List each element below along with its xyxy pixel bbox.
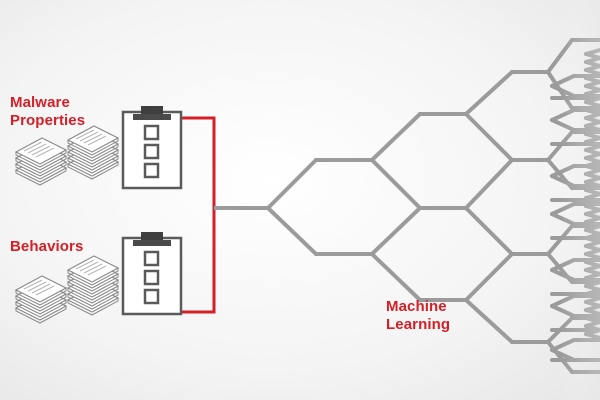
network-edge (370, 158, 422, 210)
ml-label-line1: Machine (386, 298, 447, 315)
red-bracket (181, 116, 216, 314)
malware-properties-label: Malware Properties (10, 94, 85, 130)
network-edge (370, 206, 422, 256)
clipboard-checklist-icon (121, 106, 183, 190)
network-edge (464, 206, 514, 256)
machine-learning-label: Machine Learning (386, 298, 450, 334)
network-edge (464, 112, 514, 162)
clipboard-checklist-icon (121, 232, 183, 316)
network-edge (266, 158, 318, 210)
edge-fade (560, 0, 600, 400)
document-stack-icon (14, 137, 68, 186)
network-edge (266, 206, 318, 256)
document-stack-icon (66, 255, 120, 316)
neural-network (266, 0, 600, 400)
network-edge (464, 298, 514, 344)
clipboards (121, 106, 183, 316)
network-edge (464, 158, 514, 210)
connector-brackets (181, 116, 268, 314)
malware-label-line1: Malware (10, 94, 70, 111)
network-edge (370, 252, 422, 302)
behaviors-label: Behaviors (10, 238, 83, 256)
document-stack-icon (66, 125, 120, 180)
ml-label-line2: Learning (386, 316, 451, 333)
network-edge (464, 70, 514, 116)
behaviors-label-text: Behaviors (10, 238, 84, 255)
network-edge (370, 112, 422, 162)
network-edge (464, 252, 514, 302)
document-stack-icon (14, 275, 68, 324)
malware-label-line2: Properties (10, 112, 86, 129)
document-stacks (14, 125, 120, 324)
